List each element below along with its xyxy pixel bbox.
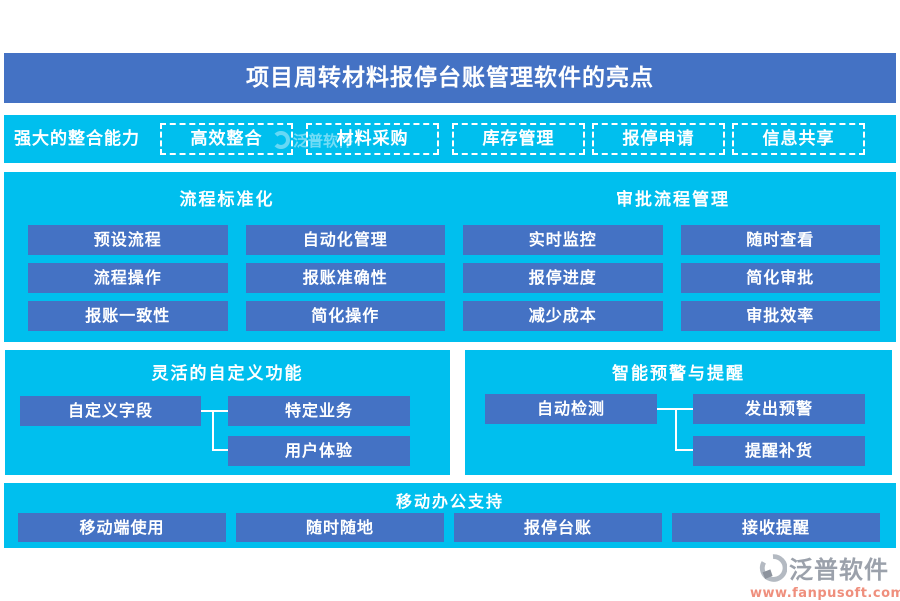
node-send-warning[interactable]: 发出预警 <box>693 394 865 424</box>
chip-preset-process[interactable]: 预设流程 <box>28 225 228 255</box>
fanpu-logo-icon <box>759 553 787 582</box>
chip-reimbursement-accuracy[interactable]: 报账准确性 <box>245 263 445 293</box>
mobile-section: 移动办公支持 移动端使用 随时随地 报停台账 接收提醒 <box>4 483 896 548</box>
node-replenishment-reminder[interactable]: 提醒补货 <box>693 436 865 466</box>
node-auto-detection[interactable]: 自动检测 <box>485 394 657 424</box>
integration-button-inventory-management[interactable]: 库存管理 <box>452 123 585 155</box>
mobile-section-header: 移动办公支持 <box>395 492 504 511</box>
mobile-button-receive-reminders[interactable]: 接收提醒 <box>672 513 880 542</box>
node-specific-business[interactable]: 特定业务 <box>228 396 410 426</box>
connector-line <box>201 410 228 412</box>
brand-url[interactable]: www.fanpusoft.com <box>750 586 900 601</box>
chip-view-anytime[interactable]: 随时查看 <box>680 225 880 255</box>
chip-reimbursement-consistency[interactable]: 报账一致性 <box>28 301 228 331</box>
alert-section: 智能预警与提醒 自动检测 发出预警 提醒补货 <box>465 350 892 475</box>
integration-button-efficient-integration[interactable]: 高效整合 <box>160 123 293 155</box>
connector-line <box>212 410 214 451</box>
connector-line <box>675 449 693 451</box>
integration-button-stop-report-application[interactable]: 报停申请 <box>592 123 725 155</box>
chip-cost-reduction[interactable]: 减少成本 <box>463 301 663 331</box>
process-right-header: 审批流程管理 <box>616 190 730 210</box>
chip-simplified-approval[interactable]: 简化审批 <box>680 263 880 293</box>
chip-process-operation[interactable]: 流程操作 <box>28 263 228 293</box>
connector-line <box>212 449 228 451</box>
custom-section-header: 灵活的自定义功能 <box>151 364 304 384</box>
brand-name: 泛普软件 <box>789 556 889 584</box>
node-user-experience[interactable]: 用户体验 <box>228 436 410 466</box>
node-custom-fields[interactable]: 自定义字段 <box>20 396 201 426</box>
integration-button-material-procurement[interactable]: 材料采购 <box>306 123 439 155</box>
alert-section-header: 智能预警与提醒 <box>612 364 745 384</box>
integration-label: 强大的整合能力 <box>14 129 140 149</box>
mobile-button-anytime-anywhere[interactable]: 随时随地 <box>236 513 444 542</box>
mobile-button-client[interactable]: 移动端使用 <box>18 513 226 542</box>
mobile-button-stop-report-ledger[interactable]: 报停台账 <box>454 513 662 542</box>
chip-stop-report-progress[interactable]: 报停进度 <box>463 263 663 293</box>
page-title: 项目周转材料报停台账管理软件的亮点 <box>4 53 896 103</box>
process-grid: 预设流程 自动化管理 实时监控 随时查看 流程操作 报账准确性 报停进度 简化审… <box>28 225 880 331</box>
chip-simplified-operation[interactable]: 简化操作 <box>245 301 445 331</box>
chip-automated-management[interactable]: 自动化管理 <box>245 225 445 255</box>
process-left-header: 流程标准化 <box>179 190 275 210</box>
chip-realtime-monitoring[interactable]: 实时监控 <box>463 225 663 255</box>
chip-approval-efficiency[interactable]: 审批效率 <box>680 301 880 331</box>
integration-button-info-sharing[interactable]: 信息共享 <box>732 123 865 155</box>
custom-section: 灵活的自定义功能 自定义字段 特定业务 用户体验 <box>5 350 450 475</box>
connector-line <box>675 408 677 451</box>
integration-bar: 强大的整合能力 高效整合 材料采购 库存管理 报停申请 信息共享 泛普软件 <box>4 115 896 163</box>
process-section: 流程标准化 审批流程管理 预设流程 自动化管理 实时监控 随时查看 流程操作 报… <box>4 172 896 342</box>
footer-brand: 泛普软件 www.fanpusoft.com <box>750 550 900 601</box>
